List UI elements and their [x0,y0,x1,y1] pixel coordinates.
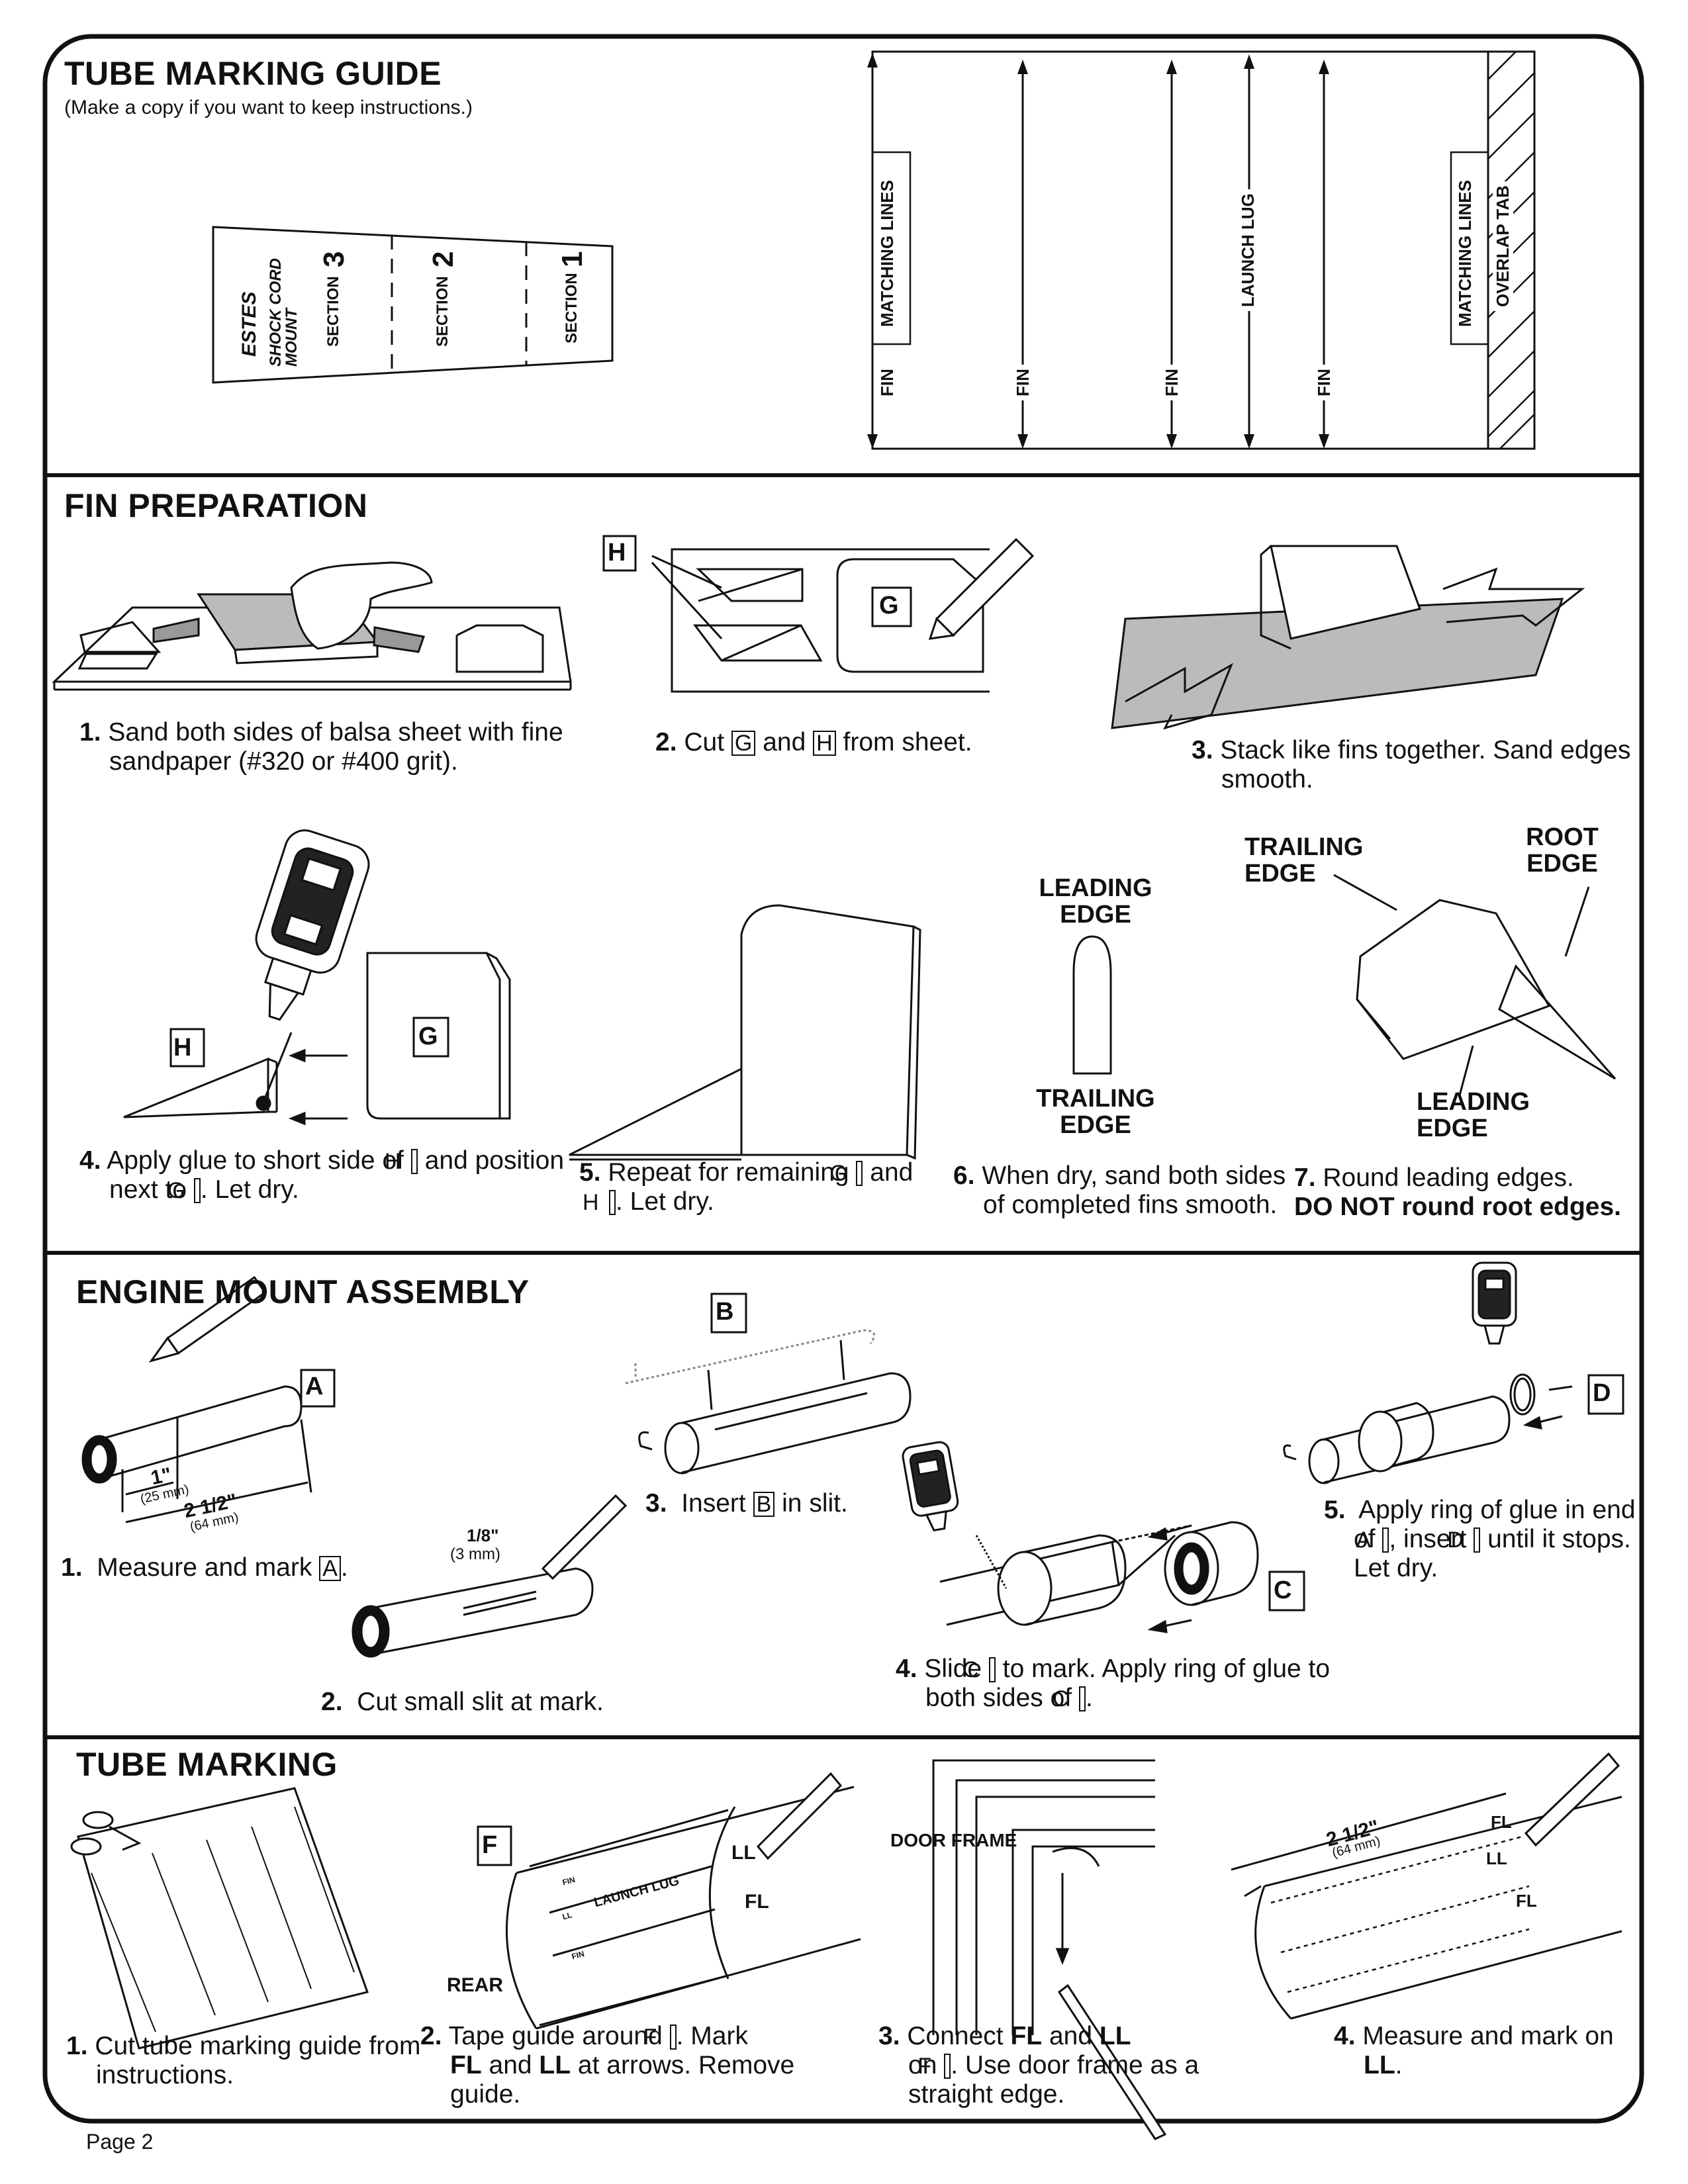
door-frame-diagram [932,1759,1167,2140]
page-border [42,34,1644,2124]
shock-cord-mount-label: SHOCK CORD MOUNT [267,250,301,371]
section-subtitle: (Make a copy if you want to keep instruc… [64,97,473,118]
cut-guide-diagram [70,1787,369,2050]
section-title-tube-marking-guide: TUBE MARKING GUIDE [64,55,442,92]
estes-logo: ESTES [238,287,261,361]
part-label-d: D [1593,1379,1611,1407]
fin-step-7-warning: DO NOT round root edges. [1294,1193,1621,1221]
ll-label: LL [731,1842,756,1864]
section-3-number: 3 [318,247,351,271]
part-label-c: C [1274,1576,1292,1604]
section-title-tube-marking: TUBE MARKING [76,1746,338,1783]
trailing-edge-label: TRAILING EDGE [1036,1085,1155,1139]
shock-cord-mount-diagram [212,226,614,384]
tape-guide-diagram [477,1772,861,2030]
rear-label: REAR [447,1974,504,1996]
completed-fin-diagram [569,904,921,1161]
part-label-h: H [608,539,626,567]
rounded-fin-diagram [1333,874,1617,1096]
slit-measure: 1/8" [467,1525,499,1545]
matching-lines-label-right: MATCHING LINES [1455,176,1476,331]
overlap-tab-label: OVERLAP TAB [1493,181,1513,311]
tube-guide-diagram [867,50,1536,450]
page-number: Page 2 [86,2130,154,2154]
launch-lug-label: LAUNCH LUG [1238,189,1258,311]
fin-step-1-text: 1. Sand both sides of balsa sheet with f… [79,718,563,776]
fin-step-7-text: 7. Round leading edges.DO NOT round root… [1294,1163,1621,1221]
engine-step-2-text: 2. Cut small slit at mark. [321,1688,604,1716]
fl-label-bottom: FL [1516,1891,1537,1911]
root-edge-label: ROOT EDGE [1526,823,1599,878]
slide-engine-block-diagram [902,1441,1305,1633]
fin-line-label-4: FIN [1314,365,1335,400]
section-1-number: 1 [556,247,589,271]
leading-edge-label: LEADING EDGE [1039,874,1152,929]
section-title-fin-preparation: FIN PREPARATION [64,487,368,524]
section-2-number: 2 [427,247,460,271]
fin-step-5-text: 5. Repeat for remaining G and H. Let dry… [579,1158,914,1216]
matching-lines-label-left: MATCHING LINES [877,176,898,331]
part-label-a: A [305,1373,324,1400]
engine-tube-measure-diagram [81,1275,336,1524]
fin-step-6-text: 6. When dry, sand both sides of complete… [953,1161,1286,1219]
tube-step-4-text: 4. Measure and mark on LL. [1334,2022,1614,2079]
engine-step-5-text: 5. Apply ring of glue in end of A, inser… [1324,1496,1636,1582]
part-label-g: G [879,592,899,619]
fin-line-label-1: FIN [877,365,898,400]
fl-label-top: FL [1491,1812,1512,1832]
section-2-label: SECTION [434,272,452,351]
tube-step-1-text: 1. Cut tube marking guide from instructi… [66,2032,421,2089]
part-label-g-step4: G [418,1023,438,1050]
engine-step-1-text: 1. Measure and mark A. [61,1553,348,1582]
fin-edge-profile [1072,935,1112,1075]
door-frame-label: DOOR FRAME [890,1830,1017,1850]
section-title-engine-mount: ENGINE MOUNT ASSEMBLY [76,1273,530,1310]
engine-step-4-text: 4. Slide C to mark. Apply ring of glue t… [896,1655,1331,1712]
section-1-label: SECTION [563,269,581,347]
fin-line-label-3: FIN [1162,365,1182,400]
fin-step-4-text: 4. Apply glue to short side of H and pos… [79,1146,565,1204]
insert-hook-diagram [625,1293,912,1475]
cut-slit-diagram [352,1494,628,1658]
fin-line-label-2: FIN [1013,365,1033,400]
part-label-b: B [716,1298,734,1326]
stack-fins-sanding-diagram [1111,545,1585,730]
part-label-f: F [482,1831,498,1859]
measure-tube-diagram [1231,1752,1622,2020]
leading-edge-label-step7: LEADING EDGE [1417,1088,1530,1142]
cut-fins-diagram [602,535,1035,693]
sanding-balsa-sheet-diagram [52,561,572,691]
part-label-h-step4: H [173,1034,192,1062]
glue-fin-diagram [123,829,511,1126]
slit-measure-mm: (3 mm) [450,1545,500,1563]
trailing-edge-label-step7: TRAILING EDGE [1244,833,1364,887]
ll-label-step4: LL [1486,1848,1507,1868]
engine-step-3-text: 3. Insert B in slit. [645,1489,848,1518]
section-3-label: SECTION [324,272,343,351]
fin-step-2-text: 2. Cut G and H from sheet. [655,728,972,756]
fin-step-3-text: 3. Stack like fins together. Sand edges … [1192,736,1631,794]
fl-label: FL [745,1891,769,1913]
insert-engine-hook-diagram [1283,1261,1624,1484]
